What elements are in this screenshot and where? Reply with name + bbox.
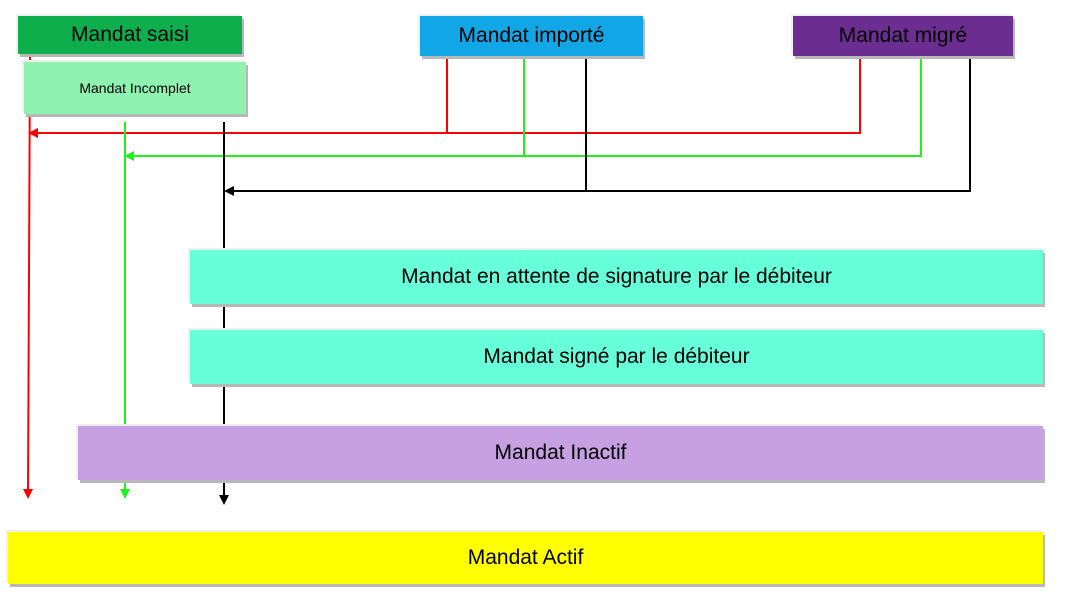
node-mandat-inactif: Mandat Inactif <box>78 426 1043 480</box>
red-arrow-down <box>23 49 34 499</box>
black-connector-importe <box>224 56 587 196</box>
node-mandat-incomplet: Mandat Incomplet <box>24 62 246 114</box>
node-mandat-signe: Mandat signé par le débiteur <box>190 330 1043 384</box>
node-mandat-attente-signature: Mandat en attente de signature par le dé… <box>190 250 1043 304</box>
node-mandat-importe: Mandat importé <box>420 16 643 56</box>
node-mandat-saisi: Mandat saisi <box>18 16 242 54</box>
red-connector-migre <box>447 56 861 134</box>
node-mandat-actif: Mandat Actif <box>8 532 1043 584</box>
node-mandat-migre: Mandat migré <box>793 16 1013 56</box>
green-connector-migre <box>524 56 922 157</box>
black-connector-migre <box>586 53 971 192</box>
